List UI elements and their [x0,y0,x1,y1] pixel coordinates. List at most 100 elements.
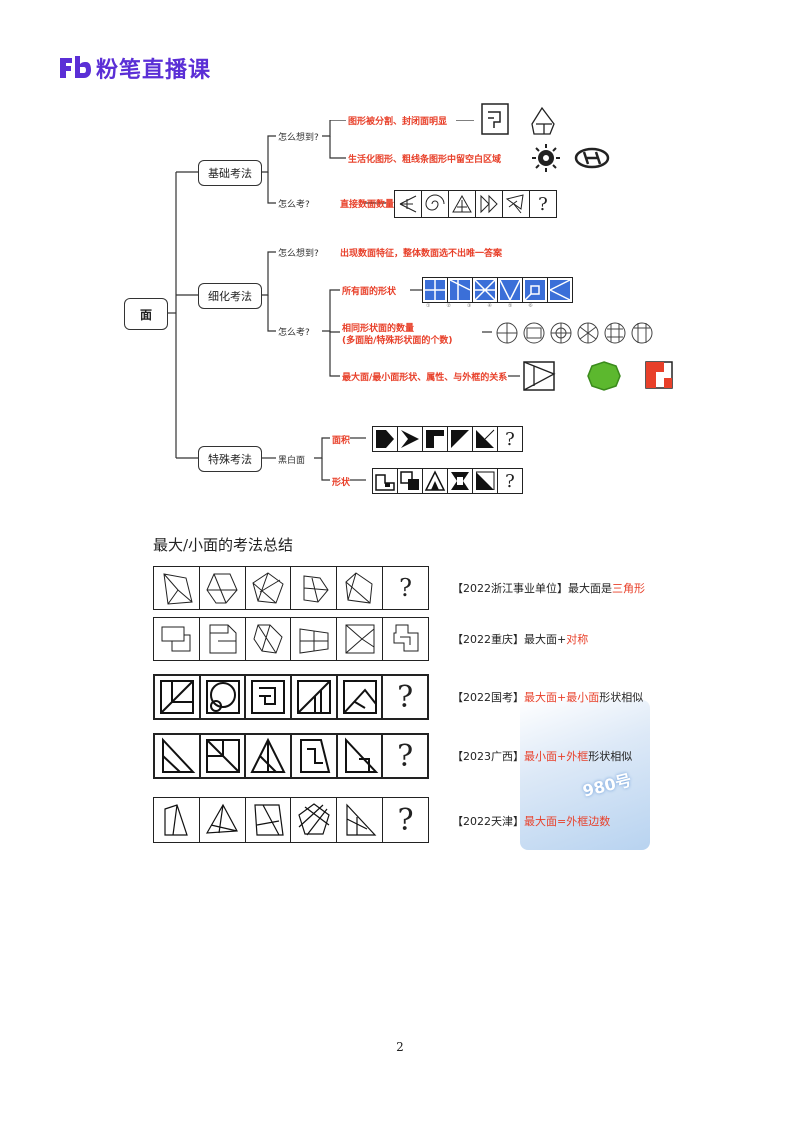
branch-refined: 细化考法 [198,283,262,309]
b2-shape-row [422,277,573,303]
r4-cell-1 [153,733,201,779]
b3-shape-fig4 [447,468,473,494]
b2-num-5: ⑤ [507,303,513,309]
b3-area-row: ? [372,426,523,452]
b2-num-4: ④ [487,303,492,309]
promo-banner: 980号 [520,700,650,850]
b2-shape-fig6 [547,277,573,303]
r3-cell-4 [290,674,338,720]
brand-logo-text: 粉笔直播课 [96,58,212,83]
mindmap-root: 面 [124,298,168,330]
r4-cell-4 [290,733,338,779]
b1-item2: 生活化图形、粗线条图形中留空白区域 [348,155,502,165]
r3-cell-5 [335,674,384,720]
r1-cell-1 [153,566,200,610]
mind-map-connectors [166,120,520,481]
b1-figures-life [532,144,610,172]
r2-cell-4 [290,617,338,661]
page-number: 2 [396,1040,404,1054]
puzzle-row-3: ? [153,674,430,720]
puzzle-row-4: ? [153,733,430,779]
b2-shape-fig4 [497,277,523,303]
b1-count-fig2 [421,190,449,218]
puzzle-row-1: ? [153,566,429,610]
b2-item3b: (多面胎/特殊形状面的个数) [342,336,453,346]
r5-cell-5 [336,797,384,843]
b1-count-row: ? [394,190,557,218]
b3-area-fig5 [472,426,498,452]
b3-area-fig4 [447,426,473,452]
r3-cell-2 [198,674,247,720]
b3-shape-question: ? [497,468,523,494]
r3-cell-3 [244,674,293,720]
b3-area-fig1 [372,426,398,452]
r5-cell-1 [153,797,200,843]
b2-circle-figures [496,322,653,344]
mind-map: 面 基础考法 细化考法 特殊考法 怎么想到? 图形被分割、封闭面明显 生活化图形… [110,103,690,500]
caption-row-3: 【2022国考】最大面+最小面形状相似 [452,691,644,704]
caption-row-1: 【2022浙江事业单位】最大面是三角形 [452,582,645,595]
b2-item2: 所有面的形状 [342,287,397,297]
b1-item3: 直接数面数量 [340,200,395,210]
b2-shape-numbers: ① ② ③ ④ ⑤ ⑥ [426,303,533,309]
r5-question-mark: ? [382,797,429,843]
r2-cell-2 [198,617,246,661]
r4-cell-2 [198,733,247,779]
puzzle-row-5: ? [153,797,429,843]
puzzle-row-2 [153,617,429,661]
r2-cell-5 [336,617,384,661]
r1-cell-5 [336,566,384,610]
b3-shape-fig1 [372,468,398,494]
r2-cell-3 [244,617,292,661]
b3-area-fig3 [422,426,448,452]
b1-sub2-label: 怎么考? [278,200,310,210]
b1-count-fig4 [475,190,503,218]
b3-area-fig2 [397,426,423,452]
b3-area-question: ? [497,426,523,452]
b2-num-6: ⑥ [528,303,533,309]
r4-cell-3 [244,733,293,779]
r2-cell-6 [382,617,429,661]
b3-item2: 形状 [332,478,351,488]
b3-shape-fig3 [422,468,448,494]
section-title: 最大/小面的考法总结 [153,536,294,554]
b3-item1: 面积 [332,436,351,446]
b3-shape-row: ? [372,468,523,494]
branch-basic: 基础考法 [198,160,262,186]
b2-num-2: ② [446,303,451,309]
b2-shape-fig2 [447,277,473,303]
r1-cell-3 [244,566,292,610]
b3-shape-fig2 [397,468,423,494]
b2-num-3: ③ [466,303,472,309]
b2-item1: 出现数面特征，整体数面选不出唯一答案 [340,249,503,259]
b2-shape-fig3 [472,277,498,303]
r1-cell-2 [198,566,246,610]
branch-special: 特殊考法 [198,446,262,472]
caption-row-2: 【2022重庆】最大面+对称 [452,633,589,646]
b1-item1: 图形被分割、封闭面明显 [348,117,448,127]
r1-cell-4 [290,566,338,610]
caption-row-5: 【2022天津】最大面=外框边数 [452,815,611,828]
b2-sub1-label: 怎么想到? [278,249,319,259]
b2-shape-fig1 [422,277,448,303]
b2-sub2-label: 怎么考? [278,328,310,338]
fenbi-logo-icon [60,56,91,78]
caption-row-4: 【2023广西】最小面+外框形状相似 [452,750,633,763]
b2-num-1: ① [426,303,431,309]
b1-count-question: ? [529,190,557,218]
r5-cell-3 [244,797,292,843]
b2-bigsmall-figures [523,361,673,391]
r5-cell-4 [290,797,338,843]
b3-sub-label: 黑白面 [278,456,306,466]
b2-item3: 相同形状面的数量 [342,324,415,334]
b1-count-fig5 [502,190,530,218]
r2-cell-1 [153,617,200,661]
b1-sub1-label: 怎么想到? [278,133,319,143]
b1-figures-split [481,103,555,135]
promo-text: 980号 [580,770,634,801]
r1-question-mark: ? [382,566,429,610]
b3-shape-fig5 [472,468,498,494]
r3-cell-1 [153,674,201,720]
b1-count-fig1 [394,190,422,218]
r4-question-mark: ? [381,733,430,779]
